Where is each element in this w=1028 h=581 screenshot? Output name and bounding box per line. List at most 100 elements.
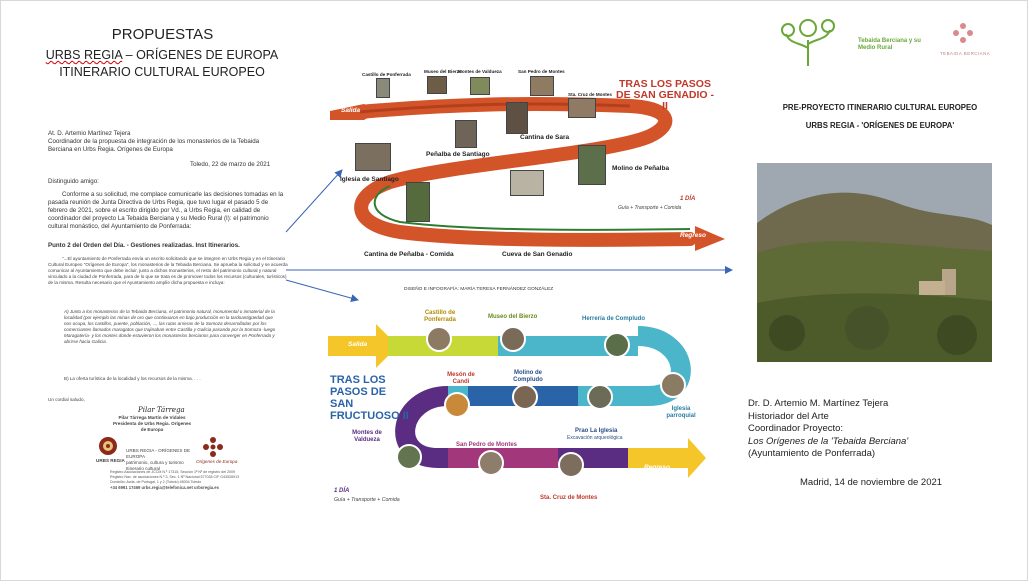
route2-stop-sanpedro: San Pedro de Montes [456,442,518,448]
route1-stop-stacruz: Sta. Cruz de Montes [568,92,612,97]
route1-stop-museum: Museo del Bierzo [424,69,462,74]
route1-photo-molino [578,145,606,185]
route2-stop-excavation: Excavación arqueológica [567,435,623,441]
route1-photo-cantina-sara [506,102,528,134]
route1-services: Guía + Transporte + Comida [618,205,682,211]
tebaida-tree-icon [781,19,835,66]
route2-photo-molino [512,384,538,410]
item-a: A) Junto a los monasterios de la Tebaida… [64,309,276,344]
route1-stop-cueva: Cueva de San Genadio [502,251,573,258]
route1-stop-castle: Castillo de Ponferrada [362,72,411,77]
route1-photo-penalba [455,120,477,148]
footer-line-3: Domicilio: Avda. de Portugal, 1 y 2 (Tol… [110,479,202,484]
greeting: Distinguido amigo: [48,178,99,185]
route2-graphic [328,324,706,478]
item-b: B) La oferta turística de la localidad y… [64,376,201,381]
route2-start-label: Salida [348,341,368,348]
landscape-photo [757,163,992,362]
route1-photo-iglesia [355,143,391,171]
origins-text: – ORÍGENES DE EUROPA [122,48,279,62]
itinerary-text: ITINERARIO CULTURAL EUROPEO [59,65,265,79]
route2-end-label: Regreso [644,464,671,471]
route1-start-label: Salida [341,107,361,114]
logo-line-2: patrimonio, cultura y turismo [126,460,184,465]
design-credit: DISEÑO E INFOGRAFÍA: MARÍA TERESA FERNÁN… [404,287,554,292]
route2-stop-molino: Molino de Compludo [513,370,543,383]
signature: Pilar Tárrega [138,406,185,414]
route1-photo-castle [376,78,390,98]
route2-stop-stacruz: Sta. Cruz de Montes [540,495,598,501]
route1-end-label: Regreso [680,232,707,239]
urbs-regia-emblem-icon [99,437,117,455]
logo-line-1: URBS REGIA - ORÍGENES DE EUROPA [126,448,191,459]
route2-stop-montes: Montes de Valdueza [352,430,382,443]
footer-contact: +34 6991 17469 urbs.regia@telefonica.net… [110,485,219,491]
signer-name: Pilar Tárrega Martín de Vidales [118,415,186,420]
route1-photo-sanpedro [530,76,554,96]
route1-stop-penalba: Peñalba de Santiago [426,151,490,158]
letter-date: Toledo, 22 de marzo de 2021 [190,161,271,168]
route2-stop-herreria: Herrería de Compludo [582,316,646,322]
addressee-role-2: Berciana en Urbs Regia. Orígenes de Euro… [48,146,173,153]
addressee-block: At. D. Artemio Martínez Tejera Coordinad… [48,130,288,154]
agenda-point: Punto 2 del Orden del Día. - Gestiones r… [48,242,240,249]
route1-stop-cantina-sara: Cantina de Sara [520,134,570,141]
route2-stop-prao: Prao La Iglesia [575,428,618,434]
route1-days: 1 DÍA [680,196,696,202]
tebaida-logo-text: Tebaida Berciana y su Medio Rural [858,38,921,51]
closing: Un cordial saludo, [48,397,85,402]
route2-photo-herreria [604,332,630,358]
right-date: Madrid, 14 de noviembre de 2021 [800,477,943,488]
urbs-regia-tagline: URBS REGIA - ORÍGENES DE EUROPA patrimon… [126,448,196,472]
route2-stop-castle: Castillo de Ponferrada [424,310,456,323]
coordinator-name: Dr. D. Artemio M. Martínez Tejera [748,398,889,409]
origins-cross-icon [203,437,223,457]
route1-title: TRAS LOS PASOS DE SAN GENADIO - II [615,78,714,112]
route1-photo-stacruz [568,98,596,118]
route2-photo-montes [396,444,422,470]
route2-title: TRAS LOS PASOS DE SAN FRUCTUOSO II [330,374,409,422]
footer-line-2: Registro Nac. de asociaciones N.º 3, Sec… [110,474,240,479]
route2-photo-museum [500,326,526,352]
logo-line-3: Itinerario cultural [126,466,160,471]
signer-block: Pilar Tárrega Martín de Vidales Presiden… [112,415,192,433]
proposals-subtitle: URBS REGIA – ORÍGENES DE EUROPA ITINERAR… [44,47,280,81]
route1-stop-montes: Montes de Valdueza [458,69,502,74]
route1-photo-cantina-penalba [406,182,430,222]
route1-photo-montes [470,77,490,95]
route2-stop-meson: Mesón de Candi [447,372,475,385]
proposals-title: PROPUESTAS [111,26,214,43]
route1-stop-iglesia: Iglesia de Santiago [340,176,399,183]
route2-services: Guía + Transporte + Comida [334,497,400,503]
route1-stop-sanpedro: San Pedro de Montes [518,69,565,74]
signer-role: Presidenta de Urbs Regia. Orígenes de Eu… [112,421,192,432]
urbs-regia-text: URBS REGIA [45,48,123,62]
route2-photo-castle [426,326,452,352]
coordinator-project-name: Los Orígenes de la 'Tebaida Berciana' [748,435,909,447]
tebaida-small-logo-text: TEBAIDA BERCIANA [940,51,991,56]
letter-footer: Registro Asociaciones de JCCM N.º 17315,… [110,470,240,491]
route2-stop-museum: Museo del Bierzo [488,314,538,320]
paragraph-1: Conforme a su solicitud, me complace com… [48,191,284,230]
route2-days: 1 DÍA [334,488,350,494]
route2-stop-iglesia: Iglesia parroquial [666,406,696,419]
route1-stop-cantina-penalba: Cantina de Peñalba - Comida [364,251,454,258]
preproject-heading: PRE-PROYECTO ITINERARIO CULTURAL EUROPEO [782,103,978,112]
coordinator-block: Dr. D. Artemio M. Martínez Tejera Histor… [748,398,908,461]
paragraph-2: "...El ayuntamiento de Ponferrada envía … [48,256,288,285]
route2-photo-sanpedro [478,450,504,476]
urbs-regia-logo-text: URBS REGIA [96,458,125,463]
route2-photo-meson [444,392,470,418]
origins-logo-text: Orígenes de Europa [196,459,238,464]
preproject-subheading: URBS REGIA - 'ORÍGENES DE EUROPA' [805,121,955,130]
footer-line-1: Registro Asociaciones de JCCM N.º 17315,… [110,470,236,474]
route1-stop-molino: Molino de Peñalba [612,165,670,172]
route1-photo-cueva [510,170,544,196]
tebaida-small-emblem-icon [953,23,973,43]
coordinator-role: Historiador del Arte [748,410,829,422]
coordinator-project-label: Coordinador Proyecto: [748,423,844,434]
route2-photo-iglesia [660,372,686,398]
coordinator-municipality: (Ayuntamiento de Ponferrada) [748,448,876,459]
route1-photo-museum [427,76,447,94]
